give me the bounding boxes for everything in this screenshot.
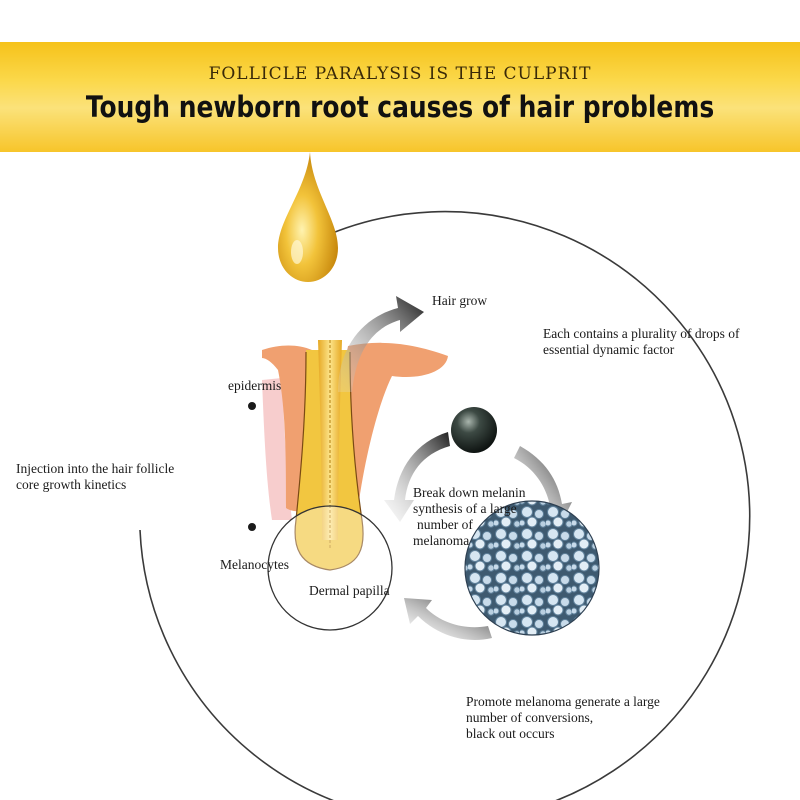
label-melanocytes: Melanocytes — [220, 557, 289, 572]
label-break-down-line-1: Break down melanin — [413, 485, 526, 500]
dermal-papilla-circle — [267, 505, 393, 631]
black-sphere-icon — [451, 407, 497, 453]
curved-arrow-icon — [404, 598, 492, 640]
oil-drop-icon — [278, 152, 338, 282]
label-each-contains: Each contains a plurality of drops of es… — [543, 326, 739, 358]
label-hair-grow: Hair grow — [432, 293, 488, 308]
label-break-down: Break down melanin synthesis of a large … — [413, 485, 525, 549]
label-dermal-papilla: Dermal papilla — [309, 583, 390, 598]
curved-arrow-icon — [384, 432, 450, 522]
cell-texture-icon — [464, 500, 600, 636]
banner-title: Tough newborn root causes of hair proble… — [85, 90, 715, 124]
curved-arrow-icon — [338, 296, 424, 392]
label-promote: Promote melanoma generate a large number… — [466, 694, 660, 742]
label-break-down-line-2: synthesis of a large — [413, 501, 517, 516]
label-each-contains-line-1: Each contains a plurality of drops of — [543, 326, 740, 341]
title-banner: FOLLICLE PARALYSIS IS THE CULPRIT Tough … — [0, 42, 800, 152]
label-injection: Injection into the hair follicle core gr… — [16, 461, 174, 493]
label-epidermis: epidermis — [228, 378, 282, 393]
outer-circle — [139, 210, 751, 800]
label-break-down-line-4: melanoma — [413, 533, 470, 548]
label-each-contains-line-2: essential dynamic factor — [543, 342, 675, 357]
label-promote-line-3: black out occurs — [466, 726, 555, 741]
label-break-down-line-3: number of — [417, 517, 473, 532]
banner-subtitle: FOLLICLE PARALYSIS IS THE CULPRIT — [208, 64, 592, 84]
label-injection-line-2: core growth kinetics — [16, 477, 127, 492]
label-promote-line-1: Promote melanoma generate a large — [466, 694, 660, 709]
melanocyte-dot-2 — [248, 523, 256, 531]
melanocyte-dot-1 — [248, 402, 256, 410]
label-promote-line-2: number of conversions, — [466, 710, 594, 725]
label-injection-line-1: Injection into the hair follicle — [16, 461, 175, 476]
hair-follicle-illustration — [262, 340, 448, 571]
